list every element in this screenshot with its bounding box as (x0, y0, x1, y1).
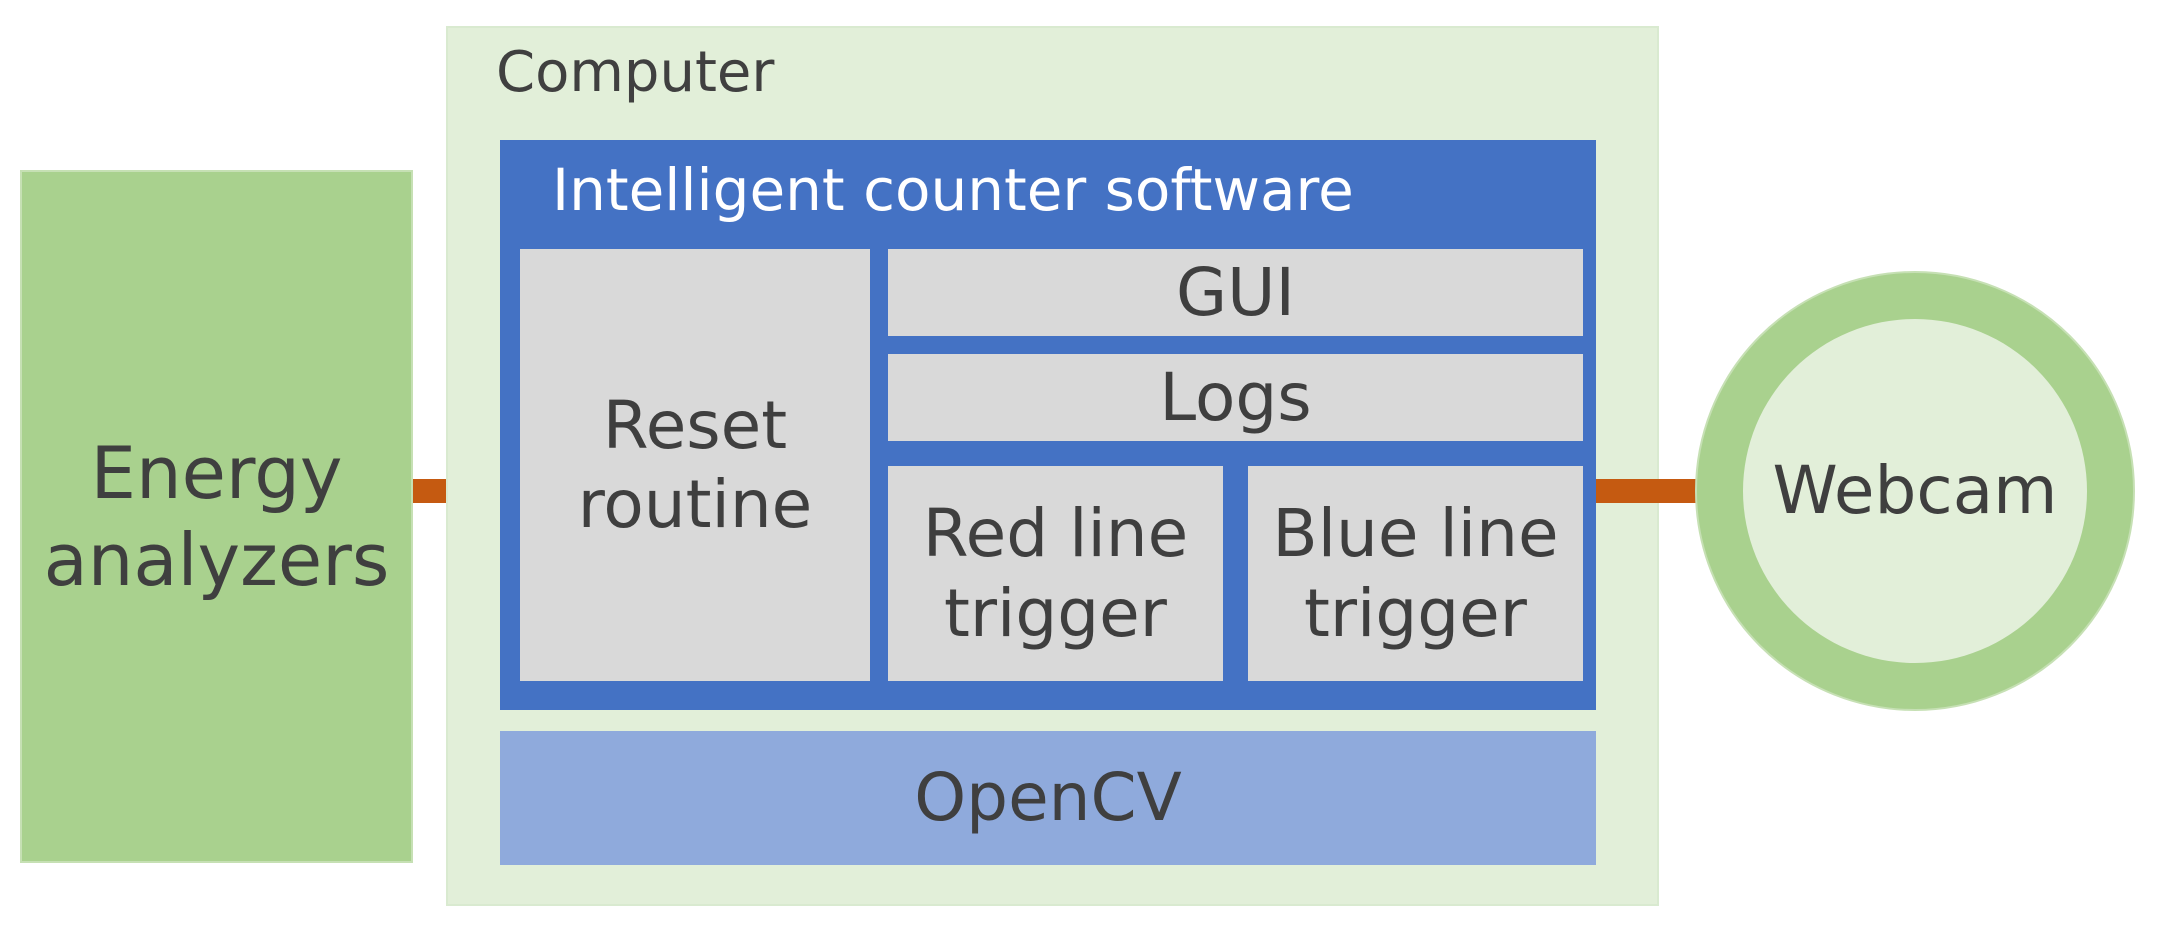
logs-label: Logs (1159, 358, 1312, 436)
blue-line-trigger-label: Blue line trigger (1272, 495, 1559, 652)
red-line-trigger-module: Red line trigger (888, 466, 1223, 681)
logs-module: Logs (888, 354, 1583, 441)
reset-routine-label: Reset routine (577, 386, 813, 543)
computer-title: Computer (496, 40, 775, 105)
gui-module: GUI (888, 249, 1583, 336)
blue-line-trigger-module: Blue line trigger (1248, 466, 1583, 681)
gui-label: GUI (1176, 253, 1295, 331)
webcam-label: Webcam (1772, 452, 2058, 530)
connector-software-to-webcam (1596, 479, 1698, 503)
webcam-node: Webcam (1743, 319, 2087, 663)
energy-analyzers-block: Energy analyzers (20, 170, 413, 863)
opencv-label: OpenCV (914, 759, 1182, 837)
red-line-trigger-label: Red line trigger (922, 495, 1189, 652)
reset-routine-module: Reset routine (520, 249, 870, 681)
software-title: Intelligent counter software (552, 156, 1354, 224)
energy-analyzers-label: Energy analyzers (43, 431, 390, 602)
opencv-block: OpenCV (500, 731, 1596, 865)
